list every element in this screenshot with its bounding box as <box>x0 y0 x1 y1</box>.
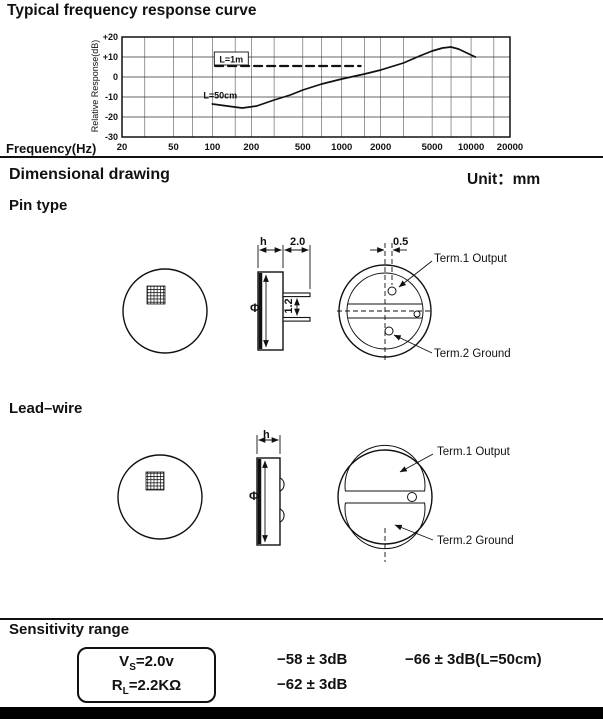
lead-back-view <box>337 444 434 562</box>
series-label-l-50cm: L=50cm <box>203 91 237 101</box>
chart-x-axis-label: Frequency(Hz) <box>6 141 97 156</box>
solder-bump-2 <box>279 508 285 523</box>
section-divider-bottom <box>0 618 603 620</box>
x-tick-label: 20 <box>117 142 128 153</box>
pin-offset-dim-label: 0.5 <box>393 236 409 248</box>
terminal-1-pad <box>387 286 397 296</box>
rl-symbol: R <box>111 676 123 694</box>
unit-label: Unit：mm <box>467 171 541 188</box>
pin-type-heading: Pin type <box>9 197 68 214</box>
x-tick-label: 5000 <box>422 142 443 153</box>
lead-wire-heading: Lead–wire <box>9 400 83 417</box>
y-tick-label: -10 <box>105 92 118 102</box>
y-tick-label: -20 <box>105 112 118 122</box>
lead-diameter-dim-label: Φ <box>249 489 259 503</box>
mic-body-side <box>257 271 284 351</box>
sound-hole-mesh <box>146 285 166 305</box>
mic-body-front <box>117 454 203 540</box>
pin-side-view <box>257 245 311 351</box>
x-tick-label: 2000 <box>370 142 391 153</box>
x-tick-label: 20000 <box>497 142 523 153</box>
lead-wire-drawing <box>117 435 434 562</box>
supply-voltage: VS=2.0v <box>119 652 174 675</box>
y-tick-label: -30 <box>105 132 118 142</box>
section-divider-top <box>0 156 603 158</box>
x-tick-label: 500 <box>295 142 311 153</box>
sensitivity-value-2: −66 ± 3dB(L=50cm) <box>405 651 542 668</box>
pin-term2-label: Term.2 Ground <box>434 348 511 360</box>
terminal-2-pad <box>384 326 394 336</box>
term1-pointer-arrow <box>399 453 434 473</box>
footer-bar <box>0 707 603 719</box>
x-tick-label: 1000 <box>331 142 352 153</box>
dimensional-drawing-heading: Dimensional drawing <box>9 166 170 183</box>
pin-front-view <box>122 268 208 354</box>
rl-subscript: L <box>122 685 129 697</box>
lead-term2-label: Term.2 Ground <box>437 535 514 547</box>
test-condition-box: VS=2.0v RL=2.2KΩ <box>77 647 216 703</box>
pin-term1-label: Term.1 Output <box>434 253 507 265</box>
vs-value: =2.0v <box>135 653 174 670</box>
pin-spacing-dim-label: 1.2 <box>283 298 295 314</box>
vs-subscript: S <box>129 662 136 673</box>
pin-back-view <box>337 243 433 363</box>
vs-symbol: V <box>119 653 130 670</box>
pin-h-dim-label: h <box>260 236 267 248</box>
lead-front-view <box>117 454 203 540</box>
pin-terminal-1 <box>282 292 311 298</box>
pin-diameter-dim-label: Φ <box>250 301 260 315</box>
page-title: Typical frequency response curve <box>7 2 257 19</box>
mic-body-side <box>256 457 281 546</box>
sensitivity-heading: Sensitivity range <box>9 621 130 638</box>
load-resistance: RL=2.2KΩ <box>112 676 181 699</box>
term1-pointer-arrow <box>398 260 433 288</box>
series-label-l-1m: L=1m <box>219 55 243 65</box>
lead-term1-label: Term.1 Output <box>437 446 510 458</box>
chart-y-axis-label: Relative Response(dB) <box>90 39 100 133</box>
pin-length-dim-label: 2.0 <box>290 236 306 248</box>
terminal-2-pad <box>344 502 426 550</box>
term2-pointer-arrow <box>394 524 434 541</box>
lead-side-view <box>256 435 285 546</box>
pin-terminal-2 <box>282 316 311 322</box>
x-tick-label: 50 <box>168 142 179 153</box>
sound-hole-mesh <box>145 471 165 491</box>
solder-bump-1 <box>279 477 285 492</box>
series-label-box <box>213 51 249 66</box>
term2-pointer-arrow <box>393 334 433 354</box>
mic-body-front <box>122 268 208 354</box>
curve-l-50cm <box>211 46 477 109</box>
x-tick-label: 200 <box>243 142 259 153</box>
x-tick-label: 100 <box>204 142 220 153</box>
y-tick-label: 0 <box>113 72 118 82</box>
pin-type-drawing <box>122 243 433 363</box>
lead-h-dim-label: h <box>263 429 270 441</box>
rl-value: =2.2KΩ <box>128 676 182 694</box>
x-tick-label: 10000 <box>458 142 484 153</box>
y-tick-label: +20 <box>103 32 118 42</box>
plot-border <box>121 36 511 138</box>
terminal-1-pad <box>344 444 426 492</box>
y-tick-label: +10 <box>103 52 118 62</box>
sensitivity-value-1: −58 ± 3dB <box>277 651 348 668</box>
sensitivity-value-3: −62 ± 3dB <box>277 676 348 693</box>
